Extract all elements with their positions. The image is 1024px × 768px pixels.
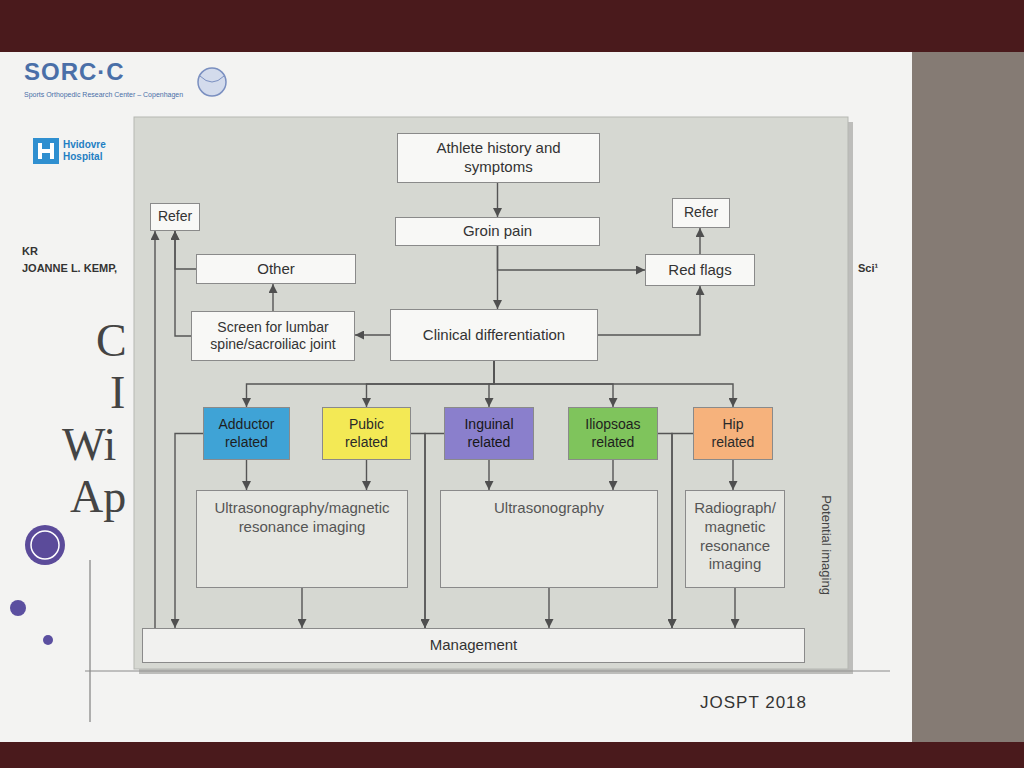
- management-box: Management: [142, 628, 805, 663]
- flow-connector: [498, 246, 646, 270]
- node-text: Radiograph/ magnetic resonance imaging: [692, 499, 778, 574]
- node-text: Refer: [684, 204, 718, 222]
- node-text: Ultrasonography: [494, 499, 604, 518]
- category-box: Pubic related: [322, 407, 411, 460]
- flow-connector: [598, 286, 700, 335]
- logo-tagline: Sports Orthopedic Research Center – Cope…: [24, 91, 183, 98]
- flow-connector: [612, 460, 613, 490]
- node-text: Adductor related: [210, 416, 283, 451]
- imaging-box: Ultrasonography/magnetic resonance imagi…: [196, 490, 408, 588]
- flow-connector: [489, 361, 494, 407]
- flow-connector: [367, 361, 495, 407]
- node-text: Clinical differentiation: [423, 326, 565, 345]
- decor-line: [90, 560, 91, 722]
- logo-ball: [198, 68, 226, 96]
- flow-connector: [246, 460, 247, 490]
- logo-ball-seam: [200, 76, 224, 82]
- node-text: Ultrasonography/magnetic resonance imagi…: [203, 499, 401, 537]
- node-text: Groin pain: [463, 222, 532, 241]
- figure-panel: [134, 117, 848, 669]
- refer-box: Refer: [150, 203, 200, 231]
- hospital-logo-mark: [38, 149, 54, 153]
- flow-connector: [175, 231, 191, 336]
- title-fragment: Ap: [70, 474, 126, 520]
- title-fragment: I: [110, 370, 125, 416]
- node-text: Red flags: [668, 261, 731, 280]
- author-fragment: JOANNE L. KEMP,: [22, 262, 117, 274]
- node-text: Iliopsoas related: [575, 416, 651, 451]
- flow-connector: [732, 460, 733, 490]
- title-fragment: C: [96, 318, 127, 364]
- imaging-box: Radiograph/ magnetic resonance imaging: [685, 490, 785, 588]
- flow-connector: [301, 588, 302, 628]
- university-seal-ring: [31, 531, 59, 559]
- category-box: Inguinal related: [444, 407, 534, 460]
- node-text: Other: [257, 260, 295, 279]
- university-seal: [25, 525, 65, 565]
- process-box: Athlete history and symptoms: [397, 133, 600, 183]
- logo-text: SORC·C: [24, 58, 125, 86]
- flow-connector: [658, 434, 672, 629]
- node-text: Hip related: [700, 416, 766, 451]
- node-text: Inguinal related: [451, 416, 527, 451]
- title-fragment: Wi: [62, 422, 116, 468]
- node-text: Management: [430, 636, 518, 655]
- node-text: Screen for lumbar spine/sacroiliac joint: [198, 319, 348, 354]
- flow-connector: [494, 361, 733, 407]
- journal-label: JOSPT 2018: [700, 693, 807, 713]
- hospital-logo: [33, 138, 59, 164]
- author-fragment: Sci¹: [858, 262, 878, 274]
- flow-connector: [548, 588, 549, 628]
- node-text: Pubic related: [329, 416, 404, 451]
- refer-box: Refer: [672, 198, 730, 228]
- flow-connector: [411, 434, 425, 629]
- flow-connector: [699, 228, 700, 254]
- node-text: Refer: [158, 208, 192, 226]
- process-box: Other: [196, 254, 356, 284]
- flow-connector: [366, 460, 367, 490]
- flow-connector: [175, 231, 196, 269]
- category-box: Iliopsoas related: [568, 407, 658, 460]
- panel-side-label: Potential imaging: [819, 495, 834, 595]
- wall-area: [912, 52, 1024, 742]
- process-box: Clinical differentiation: [390, 309, 598, 361]
- category-box: Adductor related: [203, 407, 290, 460]
- flow-connector: [355, 334, 390, 335]
- flow-connector: [247, 361, 495, 407]
- process-box: Screen for lumbar spine/sacroiliac joint: [191, 311, 355, 361]
- flow-connector: [272, 284, 273, 311]
- hospital-name: Hvidovre Hospital: [63, 139, 123, 163]
- author-fragment: KR: [22, 245, 38, 257]
- flow-connector: [497, 183, 498, 217]
- flow-connector: [154, 231, 155, 628]
- flow-connector: [734, 588, 735, 628]
- process-box: Groin pain: [395, 217, 600, 246]
- flow-connector: [488, 460, 489, 490]
- red-flags-box: Red flags: [645, 254, 755, 286]
- category-box: Hip related: [693, 407, 773, 460]
- decor-dot: [10, 600, 26, 616]
- decor-dot: [43, 635, 53, 645]
- imaging-box: Ultrasonography: [440, 490, 658, 588]
- slide-ground: [0, 52, 912, 742]
- node-text: Athlete history and symptoms: [404, 139, 593, 177]
